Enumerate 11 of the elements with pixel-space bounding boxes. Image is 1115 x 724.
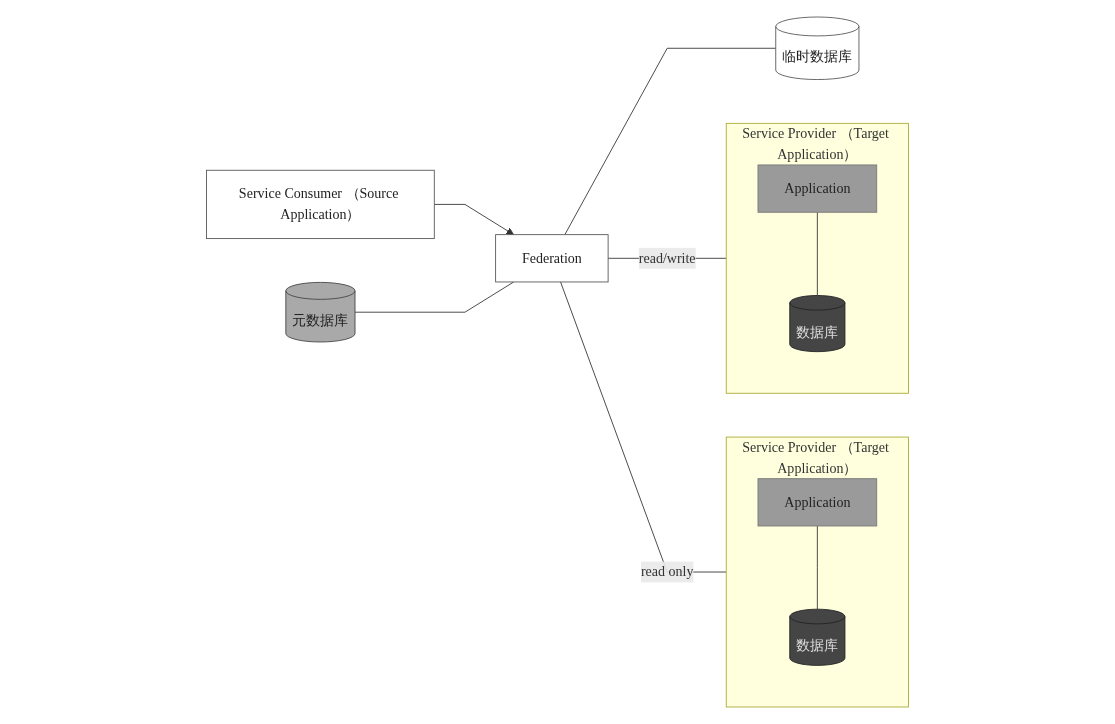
edge-label: read only bbox=[640, 564, 694, 580]
connector bbox=[560, 281, 727, 573]
node-box: Application bbox=[757, 478, 878, 527]
edge-label: read/write bbox=[638, 250, 696, 266]
node-box: Federation bbox=[495, 234, 609, 283]
node-box: Service Consumer （Source Application） bbox=[206, 169, 435, 240]
connector bbox=[816, 525, 818, 610]
connector bbox=[816, 211, 818, 296]
connector bbox=[564, 47, 777, 236]
connector bbox=[354, 281, 515, 313]
node-box: Application bbox=[757, 164, 878, 213]
